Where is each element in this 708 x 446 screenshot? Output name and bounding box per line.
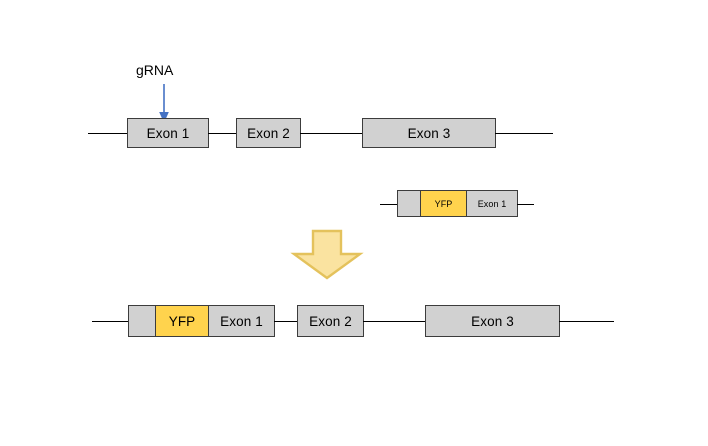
exon-box-exon-1: Exon 1	[127, 118, 209, 148]
backbone-line-left	[88, 133, 128, 134]
edited-yfp-box: YFP	[155, 305, 209, 337]
donor-line-right	[517, 204, 534, 205]
backbone-line-intron-2	[300, 133, 363, 134]
donor-yfp-box: YFP	[420, 190, 467, 217]
exon-box-exon-3: Exon 3	[362, 118, 496, 148]
grna-arrow-icon	[159, 84, 169, 123]
process-arrow-icon	[290, 229, 364, 280]
donor-exon-1-box: Exon 1	[466, 190, 518, 217]
backbone-line-right	[495, 133, 553, 134]
edited-line-left	[92, 321, 129, 322]
donor-line-left	[380, 204, 398, 205]
donor-homology-arm-box	[397, 190, 421, 217]
edited-homology-arm-box	[128, 305, 156, 337]
edited-line-intron-1	[274, 321, 298, 322]
backbone-line-intron-1	[208, 133, 237, 134]
edited-exon-3-box: Exon 3	[425, 305, 560, 337]
grna-label: gRNA	[136, 62, 174, 78]
edited-exon-1-box: Exon 1	[208, 305, 275, 337]
edited-line-intron-2	[363, 321, 426, 322]
edited-exon-2-box: Exon 2	[297, 305, 364, 337]
edited-line-right	[559, 321, 614, 322]
exon-box-exon-2: Exon 2	[236, 118, 301, 148]
